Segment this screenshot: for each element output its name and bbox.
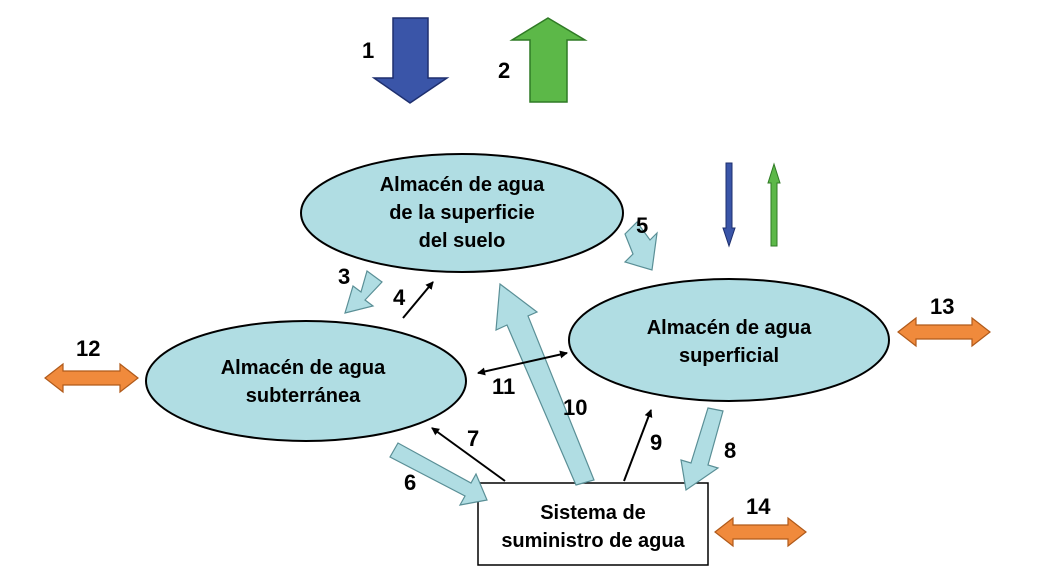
groundwater-label-line1: Almacén de agua: [221, 357, 386, 379]
label-7: 7: [467, 426, 479, 451]
node-groundwater-storage: [145, 320, 467, 442]
arrow-7-recharge: [431, 427, 506, 482]
label-9: 9: [650, 430, 662, 455]
arrow-small-evaporation: [767, 162, 781, 247]
label-6: 6: [404, 470, 416, 495]
label-8: 8: [724, 438, 736, 463]
label-1: 1: [362, 38, 374, 63]
node-surface-water-storage: [568, 278, 890, 402]
surface-water-label-line1: Almacén de agua: [647, 317, 812, 339]
arrow-5-runoff: [623, 221, 658, 271]
arrow-6-groundwater-abstraction: [389, 442, 488, 506]
arrow-8-surface-abstraction: [680, 407, 724, 492]
arrow-14-supply-exchange: [714, 516, 807, 548]
label-5: 5: [636, 213, 648, 238]
water-supply-label-line2: suministro de agua: [501, 530, 685, 552]
node-water-supply-system: [477, 482, 709, 566]
arrow-2-evaporation: [509, 17, 588, 103]
groundwater-label-line2: subterránea: [246, 385, 361, 407]
arrow-10-supply-to-soil: [495, 282, 595, 486]
arrow-9-return-to-surface: [623, 409, 653, 482]
node-soil-surface-storage: [300, 153, 624, 273]
arrow-small-precipitation: [722, 162, 736, 248]
label-3: 3: [338, 264, 350, 289]
arrow-13-surface-exchange: [897, 316, 991, 348]
label-13: 13: [930, 294, 954, 319]
label-4: 4: [393, 285, 406, 310]
label-12: 12: [76, 336, 100, 361]
arrow-3-infiltration: [344, 270, 383, 314]
label-14: 14: [746, 494, 771, 519]
arrow-1-precipitation: [371, 17, 450, 104]
arrow-11-exchange: [477, 350, 568, 376]
label-2: 2: [498, 58, 510, 83]
arrow-12-groundwater-exchange: [44, 362, 139, 394]
soil-surface-label-line3: del suelo: [419, 230, 506, 252]
soil-surface-label-line2: de la superficie: [389, 202, 535, 224]
soil-surface-label-line1: Almacén de agua: [380, 174, 545, 196]
label-11: 11: [492, 374, 515, 399]
arrow-4-capillary-rise: [402, 281, 434, 319]
label-10: 10: [563, 395, 587, 420]
surface-water-label-line2: superficial: [679, 345, 779, 367]
water-supply-label-line1: Sistema de: [540, 502, 646, 524]
